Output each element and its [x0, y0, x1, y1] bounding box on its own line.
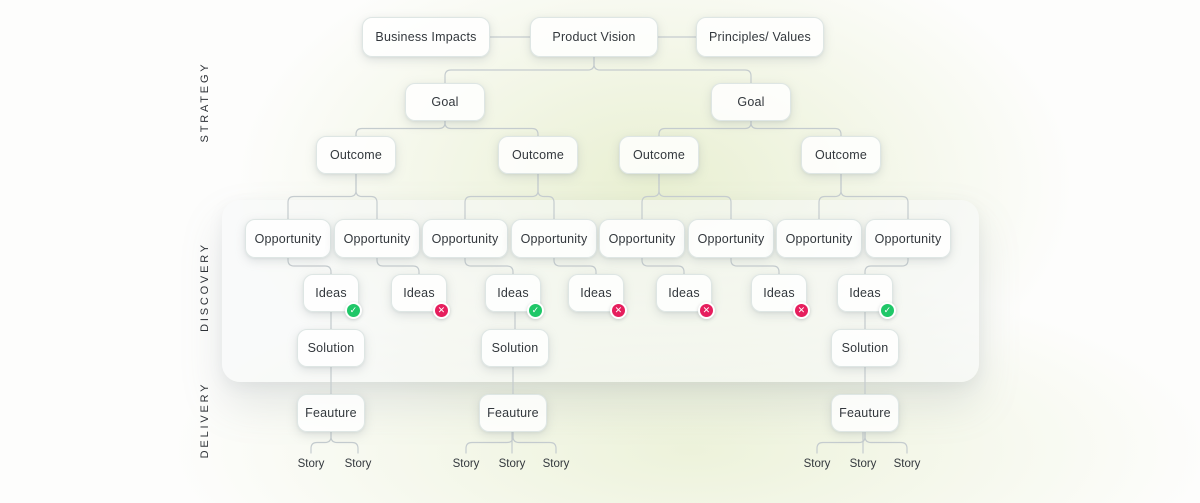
- node-label: Story: [498, 458, 526, 470]
- x-icon: ✕: [793, 302, 810, 319]
- edge-feature-3-to-story-8: [864, 431, 908, 454]
- node-opportunity-5: Opportunity: [599, 219, 685, 258]
- node-label: Outcome: [329, 148, 383, 162]
- node-outcome-4: Outcome: [801, 136, 881, 174]
- node-business-impacts: Business Impacts: [362, 17, 490, 57]
- node-label: Ideas: [315, 286, 347, 300]
- node-idea-1: Ideas ✓: [303, 274, 362, 319]
- check-icon: ✓: [879, 302, 896, 319]
- edge-feature-2-to-story-5: [512, 431, 557, 454]
- node-label: Opportunity: [343, 231, 411, 246]
- node-label: Solution: [491, 341, 539, 355]
- node-solution-2: Solution: [481, 329, 549, 367]
- x-icon: ✕: [698, 302, 715, 319]
- node-label: Opportunity: [785, 231, 853, 246]
- section-label-discovery: DISCOVERY: [199, 242, 211, 332]
- edge-feature-1-to-story-2: [330, 431, 359, 454]
- edge-feature-3-to-story-6: [816, 431, 866, 454]
- node-label: Opportunity: [254, 231, 322, 246]
- node-label: Solution: [307, 341, 355, 355]
- node-idea-4: Ideas ✕: [568, 274, 627, 319]
- node-label: Feauture: [487, 406, 539, 420]
- edge-goal-1-to-outcome-2: [444, 120, 539, 137]
- node-label: Ideas: [403, 286, 435, 300]
- node-feature-2: Feauture: [479, 394, 547, 432]
- node-story-4: Story: [494, 456, 530, 472]
- node-label: Story: [344, 458, 372, 470]
- node-label: Outcome: [632, 148, 686, 162]
- node-label: Story: [849, 458, 877, 470]
- node-label: Story: [452, 458, 480, 470]
- node-label: Principles/ Values: [708, 30, 812, 44]
- edge-product-vision-to-goal-1: [444, 56, 595, 84]
- node-opportunity-2: Opportunity: [334, 219, 420, 258]
- node-label: Product Vision: [552, 30, 636, 44]
- node-label: Story: [803, 458, 831, 470]
- node-opportunity-1: Opportunity: [245, 219, 331, 258]
- node-label: Business Impacts: [375, 30, 477, 44]
- check-icon: ✓: [527, 302, 544, 319]
- node-label: Feauture: [839, 406, 891, 420]
- node-label: Opportunity: [520, 231, 588, 246]
- node-goal-1: Goal: [405, 83, 485, 121]
- node-story-5: Story: [538, 456, 574, 472]
- node-feature-3: Feauture: [831, 394, 899, 432]
- x-icon: ✕: [610, 302, 627, 319]
- node-label: Opportunity: [431, 231, 499, 246]
- node-solution-1: Solution: [297, 329, 365, 367]
- x-icon: ✕: [433, 302, 450, 319]
- node-label: Outcome: [511, 148, 565, 162]
- node-idea-5: Ideas ✕: [656, 274, 715, 319]
- node-solution-3: Solution: [831, 329, 899, 367]
- node-label: Story: [297, 458, 325, 470]
- node-outcome-2: Outcome: [498, 136, 578, 174]
- node-goal-2: Goal: [711, 83, 791, 121]
- node-story-3: Story: [448, 456, 484, 472]
- node-idea-2: Ideas ✕: [391, 274, 450, 319]
- node-idea-7: Ideas ✓: [837, 274, 896, 319]
- node-label: Outcome: [814, 148, 868, 162]
- node-idea-3: Ideas ✓: [485, 274, 544, 319]
- node-opportunity-6: Opportunity: [688, 219, 774, 258]
- node-outcome-3: Outcome: [619, 136, 699, 174]
- node-label: Goal: [431, 95, 459, 109]
- node-story-2: Story: [340, 456, 376, 472]
- edge-product-vision-to-goal-2: [593, 56, 752, 84]
- node-story-6: Story: [799, 456, 835, 472]
- section-label-strategy: STRATEGY: [199, 61, 211, 143]
- section-label-delivery: DELIVERY: [199, 381, 211, 459]
- edge-goal-2-to-outcome-4: [750, 120, 842, 137]
- node-story-8: Story: [889, 456, 925, 472]
- node-opportunity-8: Opportunity: [865, 219, 951, 258]
- node-label: Solution: [841, 341, 889, 355]
- node-product-vision: Product Vision: [530, 17, 658, 57]
- node-outcome-1: Outcome: [316, 136, 396, 174]
- edge-goal-1-to-outcome-1: [355, 120, 446, 137]
- node-opportunity-4: Opportunity: [511, 219, 597, 258]
- node-label: Ideas: [580, 286, 612, 300]
- node-story-7: Story: [845, 456, 881, 472]
- edge-feature-2-to-story-3: [465, 431, 514, 454]
- node-idea-6: Ideas ✕: [751, 274, 810, 319]
- node-label: Goal: [737, 95, 765, 109]
- node-label: Story: [893, 458, 921, 470]
- edge-goal-2-to-outcome-3: [658, 120, 752, 137]
- node-label: Story: [542, 458, 570, 470]
- node-story-1: Story: [293, 456, 329, 472]
- node-label: Ideas: [668, 286, 700, 300]
- node-label: Feauture: [305, 406, 357, 420]
- node-label: Opportunity: [874, 231, 942, 246]
- node-opportunity-7: Opportunity: [776, 219, 862, 258]
- node-label: Opportunity: [608, 231, 676, 246]
- node-principles-values: Principles/ Values: [696, 17, 824, 57]
- node-label: Ideas: [497, 286, 529, 300]
- node-opportunity-3: Opportunity: [422, 219, 508, 258]
- check-icon: ✓: [345, 302, 362, 319]
- node-label: Ideas: [849, 286, 881, 300]
- node-feature-1: Feauture: [297, 394, 365, 432]
- edge-feature-1-to-story-1: [310, 431, 332, 454]
- node-label: Ideas: [763, 286, 795, 300]
- node-label: Opportunity: [697, 231, 765, 246]
